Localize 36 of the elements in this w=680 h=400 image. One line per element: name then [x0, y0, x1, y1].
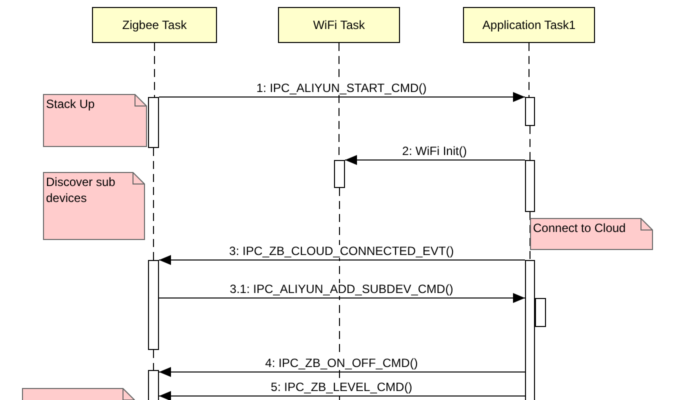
edge-label: 3: IPC_ZB_CLOUD_CONNECTED_EVT() [227, 245, 456, 258]
activation-bar [535, 298, 546, 327]
edge-label: 3.1: IPC_ALIYUN_ADD_SUBDEV_CMD() [228, 283, 456, 296]
lifeline-header [278, 7, 400, 43]
edge-label: 4: IPC_ZB_ON_OFF_CMD() [263, 357, 420, 370]
edge-label: 1: IPC_ALIYUN_START_CMD() [254, 82, 429, 95]
note-text: Zigbee Task [122, 17, 187, 34]
edge-label: 2: WiFi Init() [400, 145, 469, 158]
activation-bar [525, 260, 535, 400]
note [43, 94, 147, 147]
edge-label: 5: IPC_ZB_LEVEL_CMD() [268, 381, 414, 394]
activation-bar [334, 160, 345, 188]
note-text: Connect to Cloud [532, 220, 627, 236]
activation-bar [148, 260, 159, 350]
activation-bar [525, 97, 535, 126]
message-arrow [158, 255, 526, 265]
lifeline-header [463, 7, 595, 43]
activation-bar [148, 97, 159, 148]
note [43, 172, 145, 240]
message-arrow [158, 391, 526, 400]
message-arrow [158, 92, 526, 102]
message-arrow [158, 293, 526, 303]
message-arrow [158, 367, 526, 377]
lifeline [154, 42, 155, 98]
note [530, 218, 653, 250]
lifeline [153, 350, 154, 370]
note-text: Discover sub devices [45, 174, 116, 206]
note-text: Stack Up [45, 96, 96, 112]
lifeline [153, 148, 154, 260]
note-text: WiFi Task [313, 17, 365, 34]
lifeline [528, 42, 530, 98]
message-arrow [344, 155, 526, 165]
note-text: Application Task1 [482, 17, 576, 34]
lifeline-header [92, 7, 217, 43]
activation-bar [525, 160, 535, 212]
activation-bar [148, 370, 159, 400]
